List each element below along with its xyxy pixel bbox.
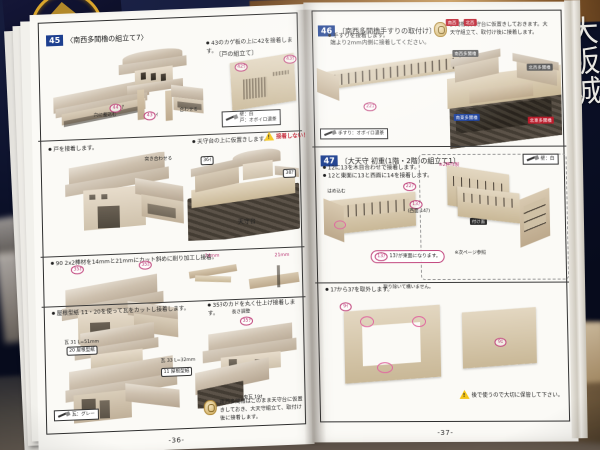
paint-line-2: 戸：オボイロ濃茶 xyxy=(239,117,277,124)
paint-legend-4: 壁：白 xyxy=(522,153,559,165)
brush-icon-3 xyxy=(324,130,336,137)
callout-part-35o: 35ｵ xyxy=(70,265,85,275)
note-temporary-placement: 南西多聞櫓はこのまま天守台に仮置きしておき、大天守組立て、取付け後に接着します。 xyxy=(203,396,304,423)
callout-part-22e: 22ｴ xyxy=(363,102,377,112)
paint-legend-3: 手すり：オボイロ濃茶 xyxy=(319,128,389,140)
model-window-2 xyxy=(150,72,156,81)
rod-piece-b xyxy=(194,275,232,283)
callout-fit-in: はめ込む xyxy=(327,189,346,195)
keep-window-2 xyxy=(101,194,108,200)
manual-left-page: 45〈南西多聞櫓の組立て7〉 xyxy=(29,4,315,450)
callout-part-35wo: 35ｦ xyxy=(239,316,254,326)
rod-closeup-post xyxy=(276,265,281,288)
callout-part-14a: (西面 14ｱ) xyxy=(407,209,431,215)
photo-base-isometric xyxy=(444,42,566,152)
callout-part-42u: 42ｳ xyxy=(234,62,249,72)
step-46-instruction-2: 端より2mm内側に接着してください。 xyxy=(330,40,430,47)
keep-window-1 xyxy=(89,194,96,200)
note-may-discard: 取り除いて構いません。 xyxy=(383,285,434,291)
paint-line-handrail: 手すり：オボイロ濃茶 xyxy=(338,130,385,136)
callout-part-35k: 35ｶ xyxy=(138,260,153,270)
photo-frame-part xyxy=(340,298,448,390)
model-window-1 xyxy=(140,72,146,80)
tag-southwest-yagura: 南西多聞櫓 xyxy=(452,49,479,57)
tag-northwest: 北西 xyxy=(463,18,477,26)
step-45-badge: 45 xyxy=(45,34,64,47)
tag-southeast-yagura: 南東多聞櫓 xyxy=(453,113,480,121)
photo-keep-front xyxy=(62,151,184,252)
dim-74mm: 74mm xyxy=(204,253,220,260)
dim-21mm: 21mm xyxy=(274,252,290,259)
ref-next-page: ※次ページ参照 xyxy=(454,250,486,256)
frame-part-cutout xyxy=(362,322,421,367)
keep-door xyxy=(97,205,120,229)
warning-no-glue: 接着しない！ xyxy=(264,130,309,141)
warning-text: 接着しない！ xyxy=(276,132,309,140)
step-45-title: 〈南西多聞櫓の組立て7〉 xyxy=(66,32,148,45)
right-page-number: -37- xyxy=(437,428,454,437)
door-lattice xyxy=(242,76,268,100)
brush-icon-4 xyxy=(527,156,539,163)
warning-triangle-icon-2 xyxy=(459,389,470,399)
warning-keep-parts: 後で使うので大切に保管して下さい。 xyxy=(459,389,564,399)
callout-length-adjust: 長さ調整 xyxy=(231,309,251,316)
tile-entrance-2 xyxy=(99,400,110,419)
callout-insert-note: 穴に差込む xyxy=(93,112,117,119)
callout-template-11: 20 屋根型紙 xyxy=(66,345,98,356)
tag-northeast-yagura: 北東多聞櫓 xyxy=(527,116,554,124)
rod-closeup-bar xyxy=(248,271,300,290)
photo-step-45-assembly xyxy=(52,42,204,136)
brush-icon xyxy=(226,115,238,122)
placed-gate-wall xyxy=(242,159,273,181)
callout-part-36i: 36ｲ xyxy=(200,155,215,166)
callout-butt-joint: 突き合わせる xyxy=(144,156,173,163)
manual-right-page: 46〔南西多聞櫓手すりの取付け〕 手すりを接着します。 端より2mm内側に接着し… xyxy=(303,1,579,443)
callout-part-9i: 9ｲ xyxy=(339,302,352,312)
seal-icon xyxy=(203,399,217,416)
paint-legend-2: 瓦：グレー xyxy=(53,408,99,422)
callout-template-20: 11 屋根型紙 xyxy=(160,366,192,378)
callout-part-38a: 38ｱ xyxy=(282,168,297,179)
photo-rod-piece xyxy=(185,257,242,293)
brush-icon-2 xyxy=(58,412,70,419)
paint-legend-1: 壁：白 戸：オボイロ濃茶 xyxy=(221,109,281,128)
highlight-circle-3 xyxy=(411,316,427,328)
round-note-east-face: 13ｱ 13ｱが東面になります。 xyxy=(370,249,445,264)
callout-part-43u: 43ｳ xyxy=(283,54,297,64)
paint-line-wall: 壁：白 xyxy=(540,156,555,162)
highlight-circle-4 xyxy=(376,362,394,374)
tile-wing-roof xyxy=(125,383,180,408)
callout-part-22a: 22ｱ xyxy=(403,182,417,192)
callout-part-9e: 9ｴ xyxy=(494,337,507,347)
note-text: 南西多聞櫓はこのまま天守台に仮置きしておき、大天守組立て、取付け後に接着します。 xyxy=(219,396,303,422)
warning-text-2: 後で使うので大切に保管して下さい。 xyxy=(471,392,564,399)
photo-label-tenshudai: 天守台 xyxy=(237,218,256,226)
photo-rod-closeup xyxy=(247,258,304,296)
paint-line-tile: 瓦：グレー xyxy=(71,411,95,418)
highlight-circle-2 xyxy=(359,316,375,328)
photo-wall-corner-assembled xyxy=(453,184,558,250)
warning-triangle-icon xyxy=(264,131,275,141)
callout-align-note: 合わせる xyxy=(179,107,198,114)
highlight-circle-1 xyxy=(333,220,347,230)
tag-southwest: 南西 xyxy=(445,18,459,27)
tag-northwest-yagura: 北西多聞櫓 xyxy=(526,63,553,71)
